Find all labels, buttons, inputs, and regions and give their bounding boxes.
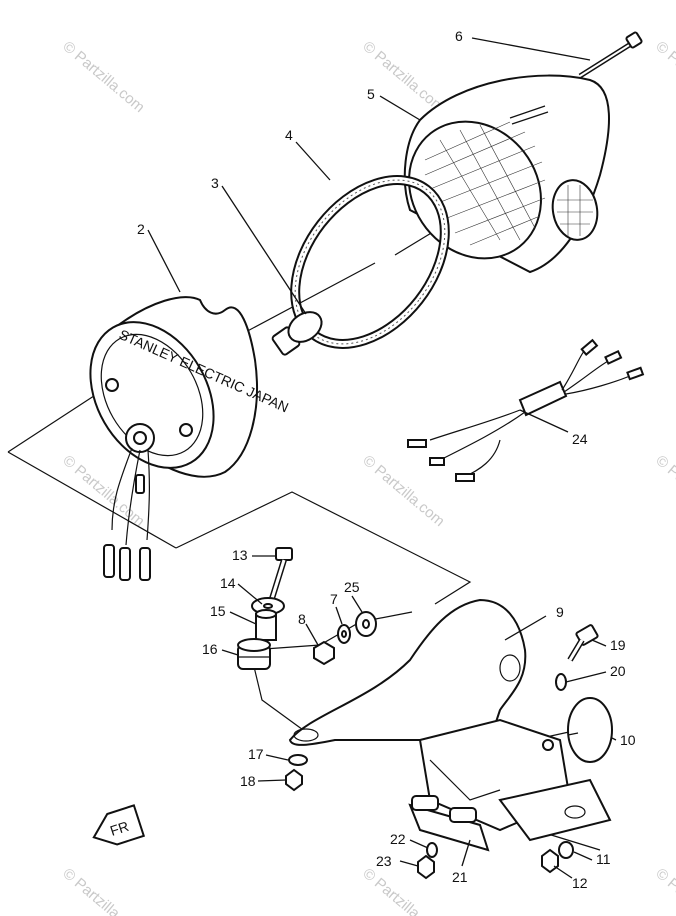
part-22-spring-washer [426,842,438,858]
watermark-top-center: © Partzilla.com [359,38,447,116]
part-18-nut [285,768,303,792]
part-20-washer [555,673,567,691]
callout-6: 6 [455,28,463,44]
callout-11: 11 [596,851,611,867]
callout-17: 17 [248,746,264,762]
callout-15: 15 [210,603,226,619]
front-arrow-text: FR [108,818,131,839]
part-21-license-plate-bracket [408,795,490,852]
part-3-bulb [271,311,323,356]
callout-4: 4 [285,127,293,143]
watermark-bottom-right: © Partzilla.com [652,865,676,916]
part-17-washer [288,754,308,766]
callout-25: 25 [344,579,360,595]
watermark-mid-right: © Partzilla.com [652,452,676,530]
watermark-bottom-left: © Partzilla.com [59,865,147,916]
callout-22: 22 [390,831,406,847]
part-10-reflector [567,697,613,763]
callout-16: 16 [202,641,218,657]
watermark-top-left: © Partzilla.com [59,38,147,116]
part-9-bracket [288,598,612,842]
callout-labels: 6 5 4 3 2 24 13 14 15 16 7 8 25 9 19 20 … [137,28,636,891]
callout-7: 7 [330,591,338,607]
part-12-nut [541,848,559,874]
part-15-collar [255,609,277,641]
callout-18: 18 [240,773,256,789]
callout-13: 13 [232,547,248,563]
part-8-nut [313,640,335,666]
part-2-housing: STANLEY ELECTRIC JAPAN [89,296,291,581]
callout-9: 9 [556,604,564,620]
callout-3: 3 [211,175,219,191]
part-6-screw [578,31,643,79]
callout-12: 12 [572,875,588,891]
part-11-washer [558,841,574,859]
lens-hatching [424,121,546,246]
callout-10: 10 [620,732,636,748]
part-7-washer [337,624,351,644]
callout-2: 2 [137,221,145,237]
callout-14: 14 [220,575,236,591]
callout-8: 8 [298,611,306,627]
front-direction-arrow-icon: FR [92,804,146,846]
callout-24: 24 [572,431,588,447]
part-19-bolt [567,624,599,662]
callout-5: 5 [367,86,375,102]
part-25-washer [355,611,377,637]
callout-19: 19 [610,637,626,653]
watermark-top-right: © Partzilla.com [652,38,676,116]
watermark-mid-left: © Partzilla.com [59,452,147,530]
callout-23: 23 [376,853,392,869]
part-16-grommet [237,638,271,670]
callout-20: 20 [610,663,626,679]
callout-21: 21 [452,869,468,885]
reflector-pattern [557,185,593,236]
part-23-nut [417,854,435,880]
leader-lines [147,37,617,879]
part-24-wire-harness [407,338,645,482]
